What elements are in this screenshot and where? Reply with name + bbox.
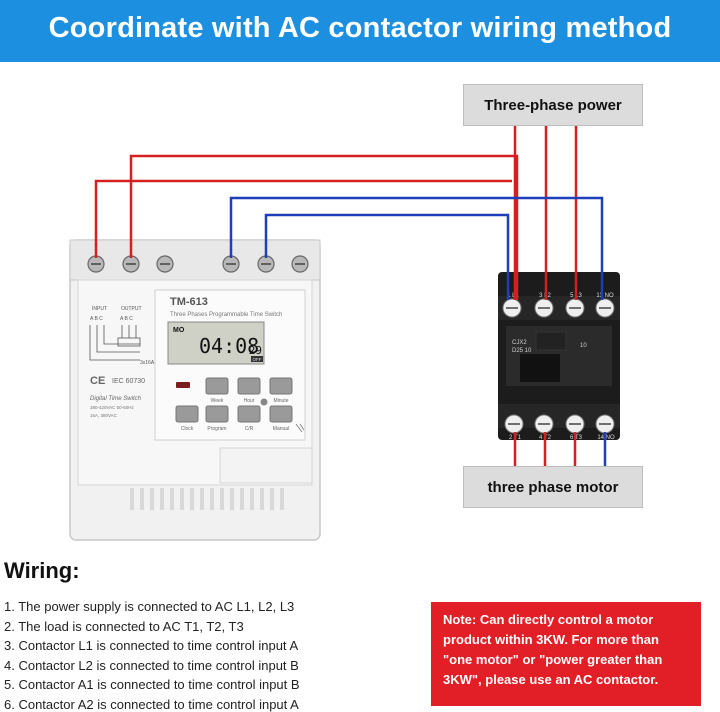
output-terminals: A B C xyxy=(120,316,133,322)
ac-contactor: CJX2 D25 10 10 1 L1 3 L2 5 L3 13 NO 2 T1… xyxy=(498,272,620,441)
hour-button-label: Hour xyxy=(244,398,255,404)
contactor-rating-side: 10 xyxy=(580,343,587,349)
model-label: TM-613 xyxy=(170,296,208,308)
minute-button[interactable] xyxy=(269,377,293,395)
subtitle-label: Three Phases Programmable Time Switch xyxy=(170,312,282,318)
rating-label: 3x16A xyxy=(140,360,155,366)
wiring-step: 1. The power supply is connected to AC L… xyxy=(4,599,295,614)
wiring-step: 6. Contactor A2 is connected to time con… xyxy=(4,696,299,712)
display-seconds: 29 xyxy=(249,344,262,357)
banner-title: Coordinate with AC contactor wiring meth… xyxy=(48,12,672,44)
display-day: MO xyxy=(173,327,185,334)
control-wires xyxy=(229,196,607,466)
standard-label: IEC 60730 xyxy=(112,378,145,385)
note-box: Note: Can directly control a motor produ… xyxy=(431,602,701,706)
lcd-display: MO 04:08 29 OFF xyxy=(167,321,265,365)
spec-line-2: 16A, 380VAC xyxy=(90,413,118,418)
terminal-13-no: 13 NO xyxy=(596,293,614,299)
wiring-steps-list: 1. The power supply is connected to AC L… xyxy=(4,597,300,712)
terminal-t3: 6 T3 xyxy=(570,435,583,441)
product-type-label: Digital Time Switch xyxy=(90,396,142,402)
wiring-title: Wiring: xyxy=(4,558,80,583)
vent-slots xyxy=(130,488,284,510)
input-label: INPUT xyxy=(92,306,107,312)
wiring-step: 2. The load is connected to AC T1, T2, T… xyxy=(4,618,244,634)
three-phase-motor-label: three phase motor xyxy=(463,466,643,508)
internal-schematic-icon xyxy=(89,325,141,361)
cr-button-label: C/R xyxy=(245,426,254,432)
hour-button[interactable] xyxy=(237,377,261,395)
program-button[interactable] xyxy=(205,405,229,423)
display-state: OFF xyxy=(253,357,262,362)
clock-button[interactable] xyxy=(175,405,199,423)
reset-dot xyxy=(260,398,268,406)
output-label: OUTPUT xyxy=(121,306,142,312)
timer-buttons: Week Hour Minute Clock Program C/R Manua… xyxy=(175,377,305,433)
contactor-rating: D25 10 xyxy=(512,348,532,354)
manual-button-label: Manual xyxy=(273,426,289,432)
contactor-model: CJX2 xyxy=(512,340,527,346)
hand-pointer-icon xyxy=(295,423,305,433)
manual-button[interactable] xyxy=(269,405,293,423)
phase-wires xyxy=(94,126,578,466)
clock-button-label: Clock xyxy=(181,426,194,432)
status-led xyxy=(176,382,190,388)
ce-mark: CE xyxy=(90,375,105,387)
spec-line-1: 380-420VAC 50-60Hz xyxy=(90,405,134,410)
timer-terminal-screws xyxy=(87,255,309,273)
three-phase-power-label: Three-phase power xyxy=(463,84,643,126)
week-button-label: Week xyxy=(211,398,224,404)
terminal-l1: 1 L1 xyxy=(507,293,519,299)
note-text: Note: Can directly control a motor produ… xyxy=(443,612,663,687)
input-terminals: A B C xyxy=(90,316,103,322)
wiring-step: 4. Contactor L2 is connected to time con… xyxy=(4,657,299,673)
week-button[interactable] xyxy=(205,377,229,395)
wiring-step: 3. Contactor L1 is connected to time con… xyxy=(4,638,299,653)
title-banner: Coordinate with AC contactor wiring meth… xyxy=(0,0,720,62)
display-time: 04:08 xyxy=(199,334,259,358)
wiring-step: 5. Contactor A1 is connected to time con… xyxy=(4,677,300,692)
program-button-label: Program xyxy=(207,426,226,432)
cr-button[interactable] xyxy=(237,405,261,423)
minute-button-label: Minute xyxy=(273,398,288,404)
time-switch-device: INPUT OUTPUT A B C A B C 3x16A CE IEC 60… xyxy=(69,239,321,541)
